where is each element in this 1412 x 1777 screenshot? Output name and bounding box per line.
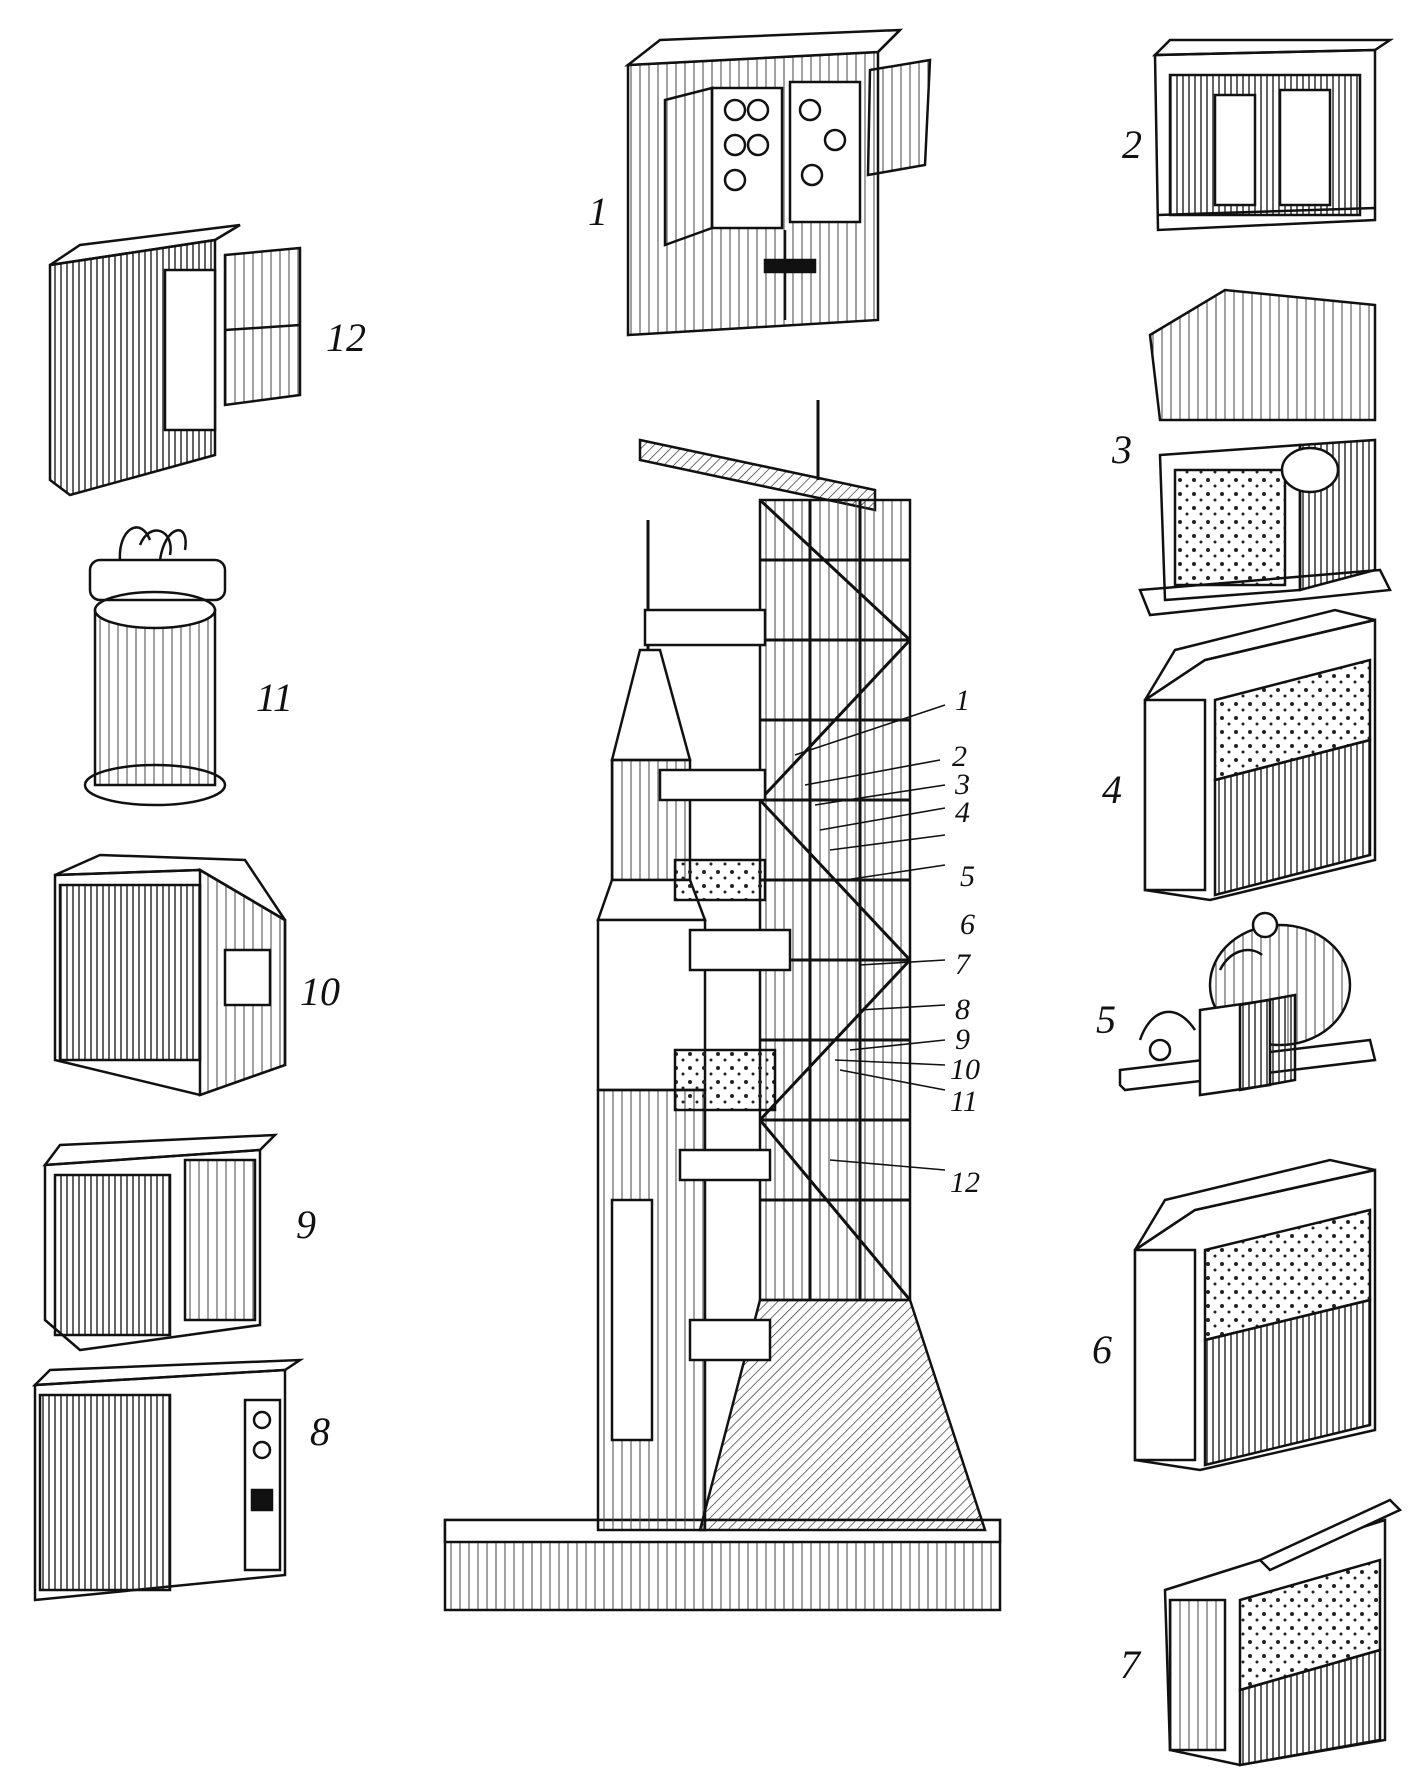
tower-callout-9: 9: [955, 1023, 970, 1056]
tower-callout-leaders: [794, 704, 946, 1171]
tower-callout-2: 2: [952, 740, 967, 773]
equipment-label-11: 11: [256, 675, 294, 720]
equipment-label-9: 9: [296, 1202, 316, 1247]
tower-callout-6: 6: [960, 908, 975, 941]
equipment-12-cabinet: [48, 223, 302, 497]
launch-tower-illustration: [443, 400, 1002, 1612]
equipment-10-cabinet: [53, 853, 287, 1097]
equipment-2-open-chassis: [1151, 38, 1395, 232]
equipment-label-10: 10: [300, 969, 340, 1014]
equipment-6-cabinet: [1133, 1158, 1377, 1472]
equipment-5-compressor-unit: [1118, 911, 1377, 1097]
tower-callout-12: 12: [950, 1166, 980, 1199]
equipment-label-5: 5: [1096, 997, 1116, 1042]
equipment-8-cabinet: [31, 1358, 305, 1602]
tower-callout-10: 10: [950, 1053, 980, 1086]
equipment-7-rack-open-lid: [1163, 1498, 1403, 1767]
equipment-label-1: 1: [588, 189, 608, 234]
tower-callout-8: 8: [955, 993, 970, 1026]
tower-callout-7: 7: [955, 948, 970, 981]
equipment-4-cabinet: [1143, 608, 1377, 902]
tower-callout-4: 4: [955, 796, 970, 829]
equipment-9-cabinet: [42, 1133, 279, 1352]
tower-callout-3: 3: [955, 768, 970, 801]
tower-callout-5: 5: [960, 860, 975, 893]
tower-callout-1: 1: [955, 684, 970, 717]
equipment-3-transformer-skid: [1138, 288, 1392, 617]
equipment-label-7: 7: [1120, 1642, 1140, 1687]
equipment-label-6: 6: [1092, 1327, 1112, 1372]
equipment-label-4: 4: [1102, 767, 1122, 812]
equipment-label-3: 3: [1112, 427, 1132, 472]
equipment-label-8: 8: [310, 1409, 330, 1454]
tower-callout-11: 11: [950, 1085, 978, 1118]
equipment-11-cylinder-unit: [83, 526, 227, 807]
equipment-1-control-cabinet: [624, 28, 932, 337]
equipment-label-2: 2: [1122, 122, 1142, 167]
equipment-label-12: 12: [326, 315, 366, 360]
